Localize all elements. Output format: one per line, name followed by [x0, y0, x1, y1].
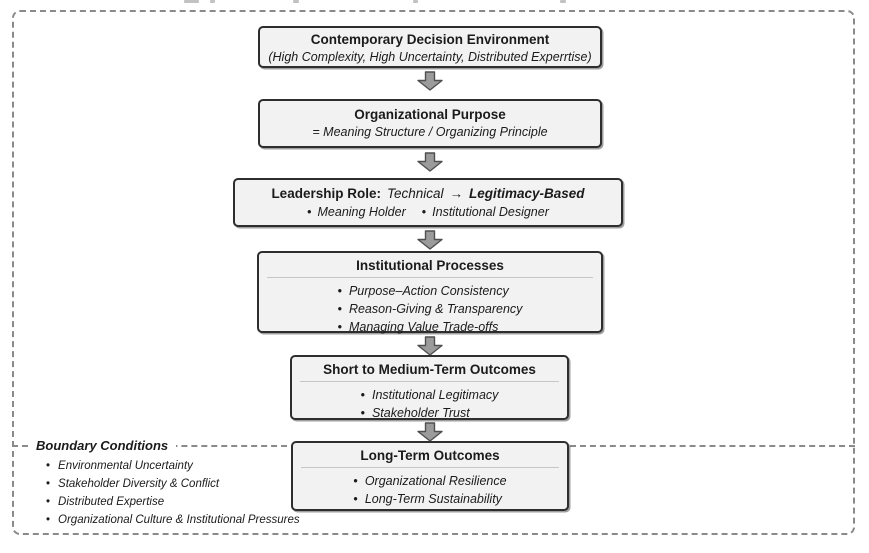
leadership-role-from: Technical [386, 186, 444, 201]
bullet-item: Long-Term Sustainability [353, 490, 506, 508]
bullet-item: Meaning Holder [307, 203, 406, 222]
bullet-list: Purpose–Action Consistency Reason-Giving… [338, 282, 523, 336]
box-title: Leadership Role: Technical → Legitimacy-Bas… [235, 185, 621, 203]
box-title: Institutional Processes [356, 258, 504, 273]
down-arrow-icon [417, 336, 443, 356]
title-divider [301, 467, 559, 468]
leadership-role-to: Legitimacy-Based [469, 186, 585, 201]
bullet-item: Institutional Legitimacy [361, 386, 498, 404]
down-arrow-icon [417, 152, 443, 172]
bullet-item: Stakeholder Diversity & Conflict [46, 475, 300, 493]
clipped-text-remnant [413, 0, 418, 3]
box-subtitle: = Meaning Structure / Organizing Princip… [312, 125, 548, 139]
box-leadership-role: Leadership Role: Technical → Legitimacy-Bas… [233, 178, 623, 227]
box-long-term-outcomes: Long-Term Outcomes Organizational Resili… [291, 441, 569, 511]
down-arrow-icon [417, 230, 443, 250]
boundary-conditions-title: Boundary Conditions [28, 438, 177, 453]
box-subtitle: (High Complexity, High Uncertainty, Dist… [268, 50, 592, 64]
bullet-list: Organizational Resilience Long-Term Sust… [353, 472, 507, 508]
bullet-item: Institutional Designer [422, 203, 549, 222]
bullet-item: Managing Value Trade-offs [338, 318, 523, 336]
clipped-text-remnant [184, 0, 199, 3]
down-arrow-icon [417, 422, 443, 442]
title-divider [300, 381, 559, 382]
bullet-item: Stakeholder Trust [361, 404, 499, 422]
boundary-conditions-list: Environmental Uncertainty Stakeholder Di… [46, 457, 300, 529]
clipped-text-remnant [560, 0, 566, 3]
box-contemporary-decision-environment: Contemporary Decision Environment (High … [258, 26, 602, 68]
box-title: Organizational Purpose [354, 107, 506, 122]
bullet-item: Distributed Expertise [46, 493, 300, 511]
down-arrow-icon [417, 71, 443, 91]
bullet-item: Reason-Giving & Transparency [338, 300, 522, 318]
bullet-item: Environmental Uncertainty [46, 457, 300, 475]
dashed-frame [12, 10, 855, 535]
right-arrow-glyph: → [449, 186, 464, 201]
leadership-bullets: Meaning Holder Institutional Designer [235, 203, 621, 222]
box-organizational-purpose: Organizational Purpose = Meaning Structu… [258, 99, 602, 148]
bullet-item: Organizational Resilience [353, 472, 507, 490]
clipped-text-remnant [293, 0, 299, 3]
title-divider [267, 277, 593, 278]
bullet-list: Institutional Legitimacy Stakeholder Tru… [361, 386, 499, 422]
box-short-to-medium-term-outcomes: Short to Medium-Term Outcomes Institutio… [290, 355, 569, 420]
box-title: Contemporary Decision Environment [310, 32, 550, 47]
leadership-role-label: Leadership Role: [271, 186, 381, 201]
bullet-item: Organizational Culture & Institutional P… [46, 511, 300, 529]
box-institutional-processes: Institutional Processes Purpose–Action C… [257, 251, 603, 336]
box-title: Short to Medium-Term Outcomes [323, 362, 536, 377]
clipped-text-remnant [210, 0, 215, 3]
bullet-item: Purpose–Action Consistency [338, 282, 523, 300]
box-title: Long-Term Outcomes [360, 448, 500, 463]
